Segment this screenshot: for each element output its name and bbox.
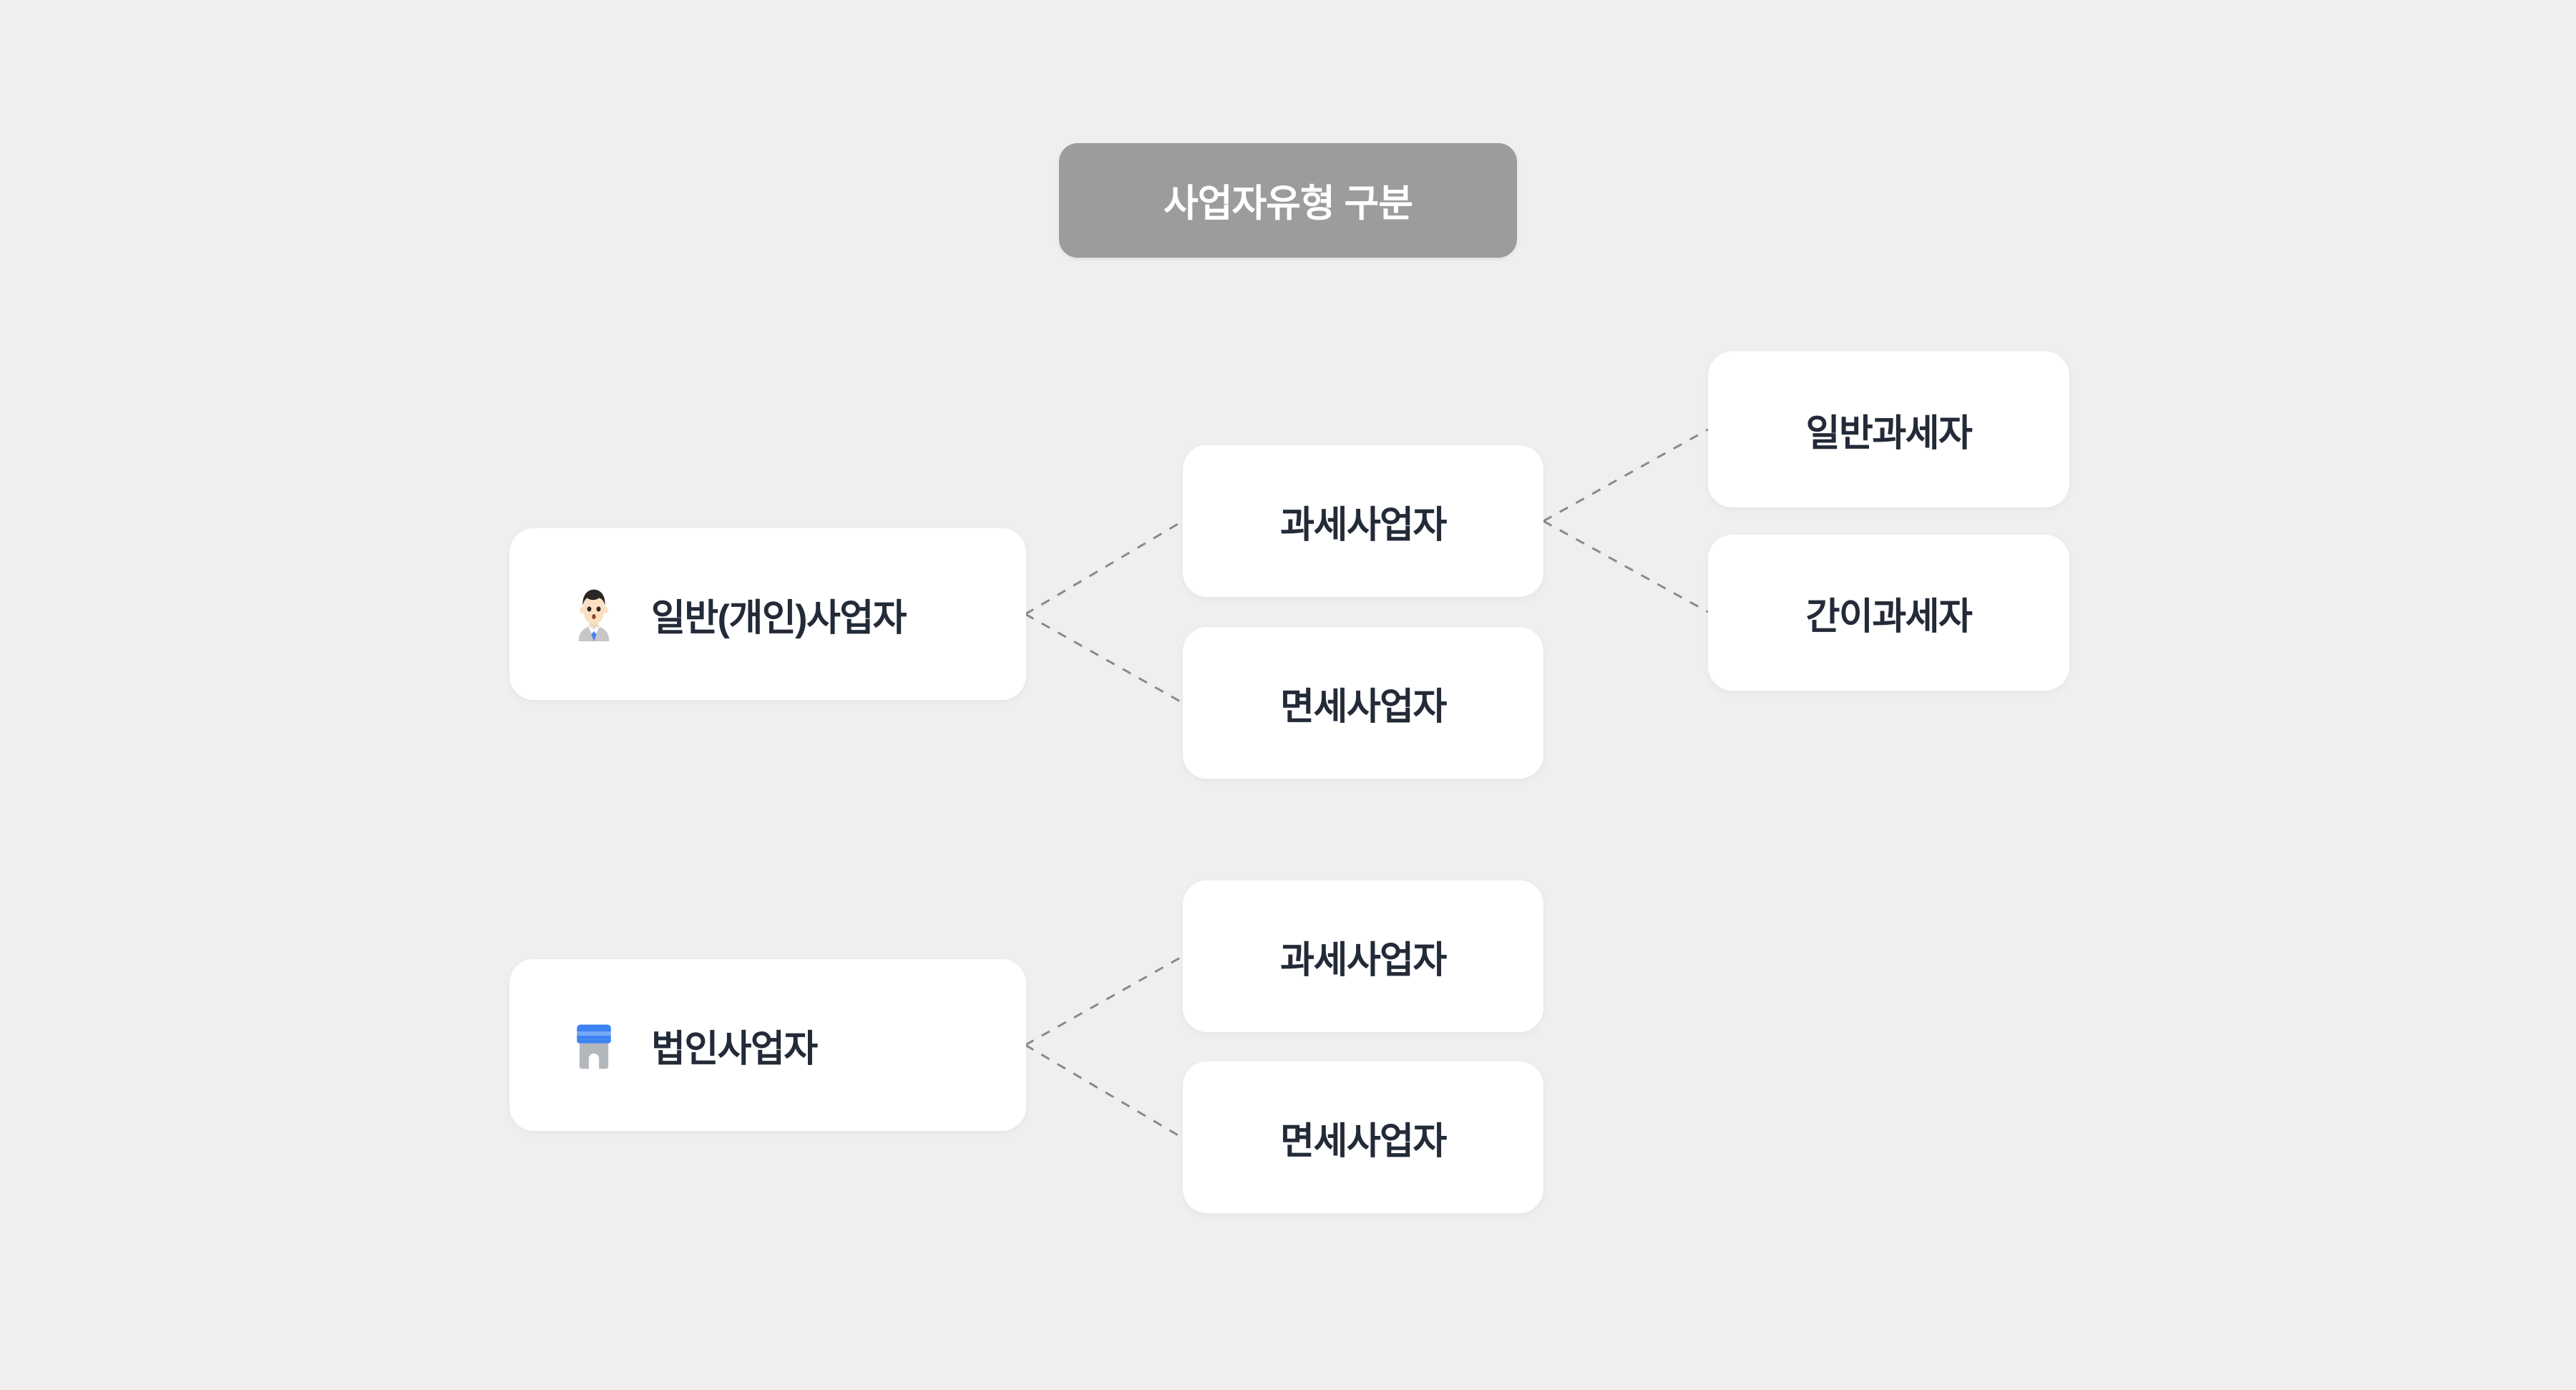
edge-corporate-to-taxable	[1025, 955, 1184, 1046]
edge-corporate-to-taxfree	[1025, 1044, 1184, 1139]
node-corporate-business[interactable]: 법인사업자	[509, 959, 1026, 1131]
store-icon	[567, 1018, 621, 1072]
businessman-icon	[567, 587, 621, 641]
node-label: 일반(개인)사업자	[651, 597, 907, 639]
node-label: 면세사업자	[1280, 1120, 1447, 1162]
node-individual-taxable[interactable]: 과세사업자	[1183, 445, 1543, 597]
node-label: 과세사업자	[1280, 939, 1447, 981]
edge-individual-to-taxable	[1025, 520, 1184, 616]
node-label: 과세사업자	[1280, 504, 1447, 546]
node-individual-business[interactable]: 일반(개인)사업자	[509, 528, 1026, 700]
node-label: 일반과세자	[1805, 412, 1973, 455]
edge-taxable-to-general	[1543, 428, 1709, 523]
node-label: 법인사업자	[651, 1028, 818, 1070]
node-general-taxpayer[interactable]: 일반과세자	[1708, 351, 2069, 507]
edge-individual-to-taxfree	[1025, 613, 1184, 704]
diagram-title-box: 사업자유형 구분	[1059, 143, 1517, 258]
node-corporate-taxfree[interactable]: 면세사업자	[1183, 1061, 1543, 1213]
edge-taxable-to-simplified	[1543, 520, 1709, 613]
node-corporate-taxable[interactable]: 과세사업자	[1183, 880, 1543, 1032]
node-individual-taxfree[interactable]: 면세사업자	[1183, 627, 1543, 779]
page-title: 사업자유형 구분	[1163, 183, 1413, 225]
node-label: 간이과세자	[1805, 596, 1973, 638]
node-label: 면세사업자	[1280, 686, 1447, 728]
node-simplified-taxpayer[interactable]: 간이과세자	[1708, 535, 2069, 691]
